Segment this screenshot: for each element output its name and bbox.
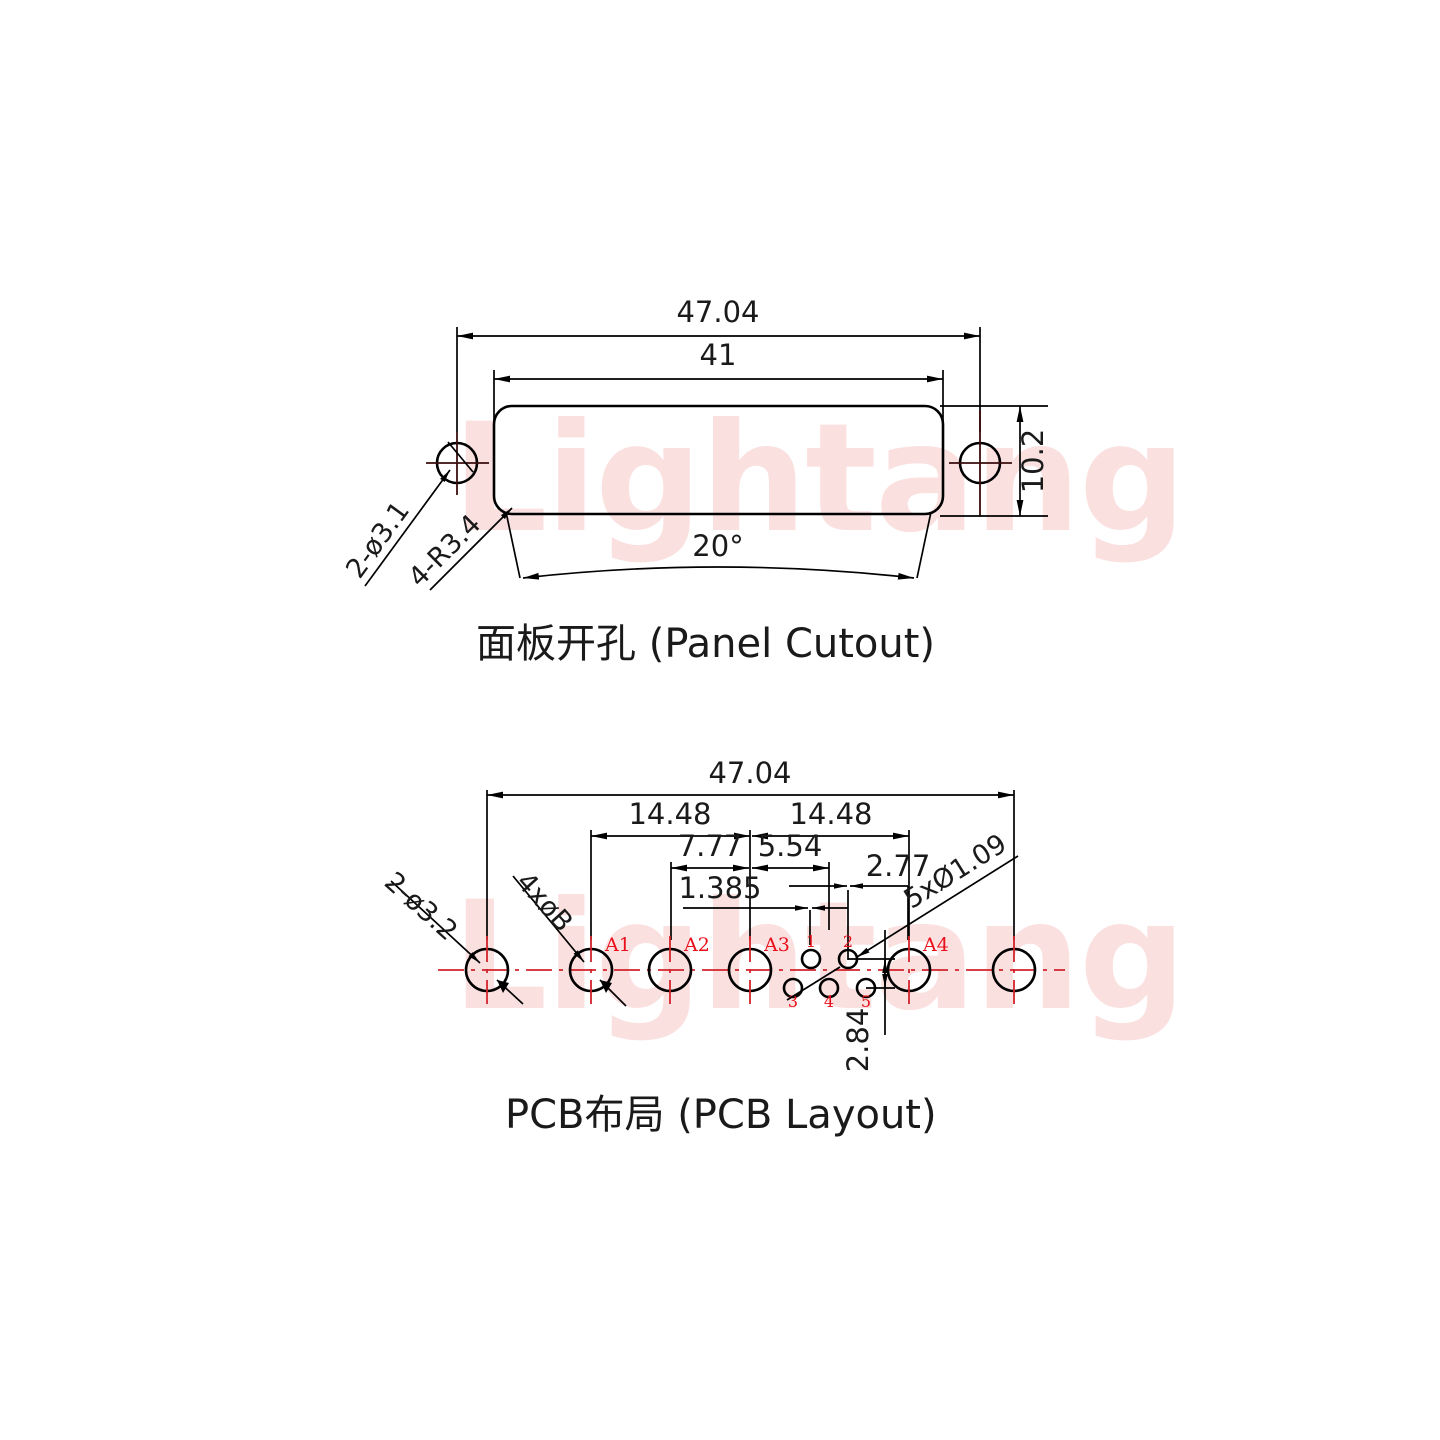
leader-pcb-power-contact [512,875,627,1007]
pcb-label-pin-1: 1 [806,932,816,951]
leader-label-pcb-board-hole: 2-ø3.2 [378,866,463,947]
leader-label-pcb-power-contact: 4xøB [510,867,579,938]
dim-pcb-center-to-pin1 [752,862,830,930]
dim-panel-chamfer-angle [505,511,932,580]
dim-label-pcb-pin2-offset: 2.77 [866,849,931,883]
dim-label-pcb-row-offset: 2.84 [841,1008,875,1073]
dim-label-panel-cutout-width: 41 [700,338,737,372]
dim-pcb-overall-width [486,790,1015,940]
panel-cutout-outline [492,404,945,516]
pcb-label-a2: A2 [683,934,710,956]
leader-panel-mounting-hole [364,441,474,587]
pcb-power-contact-a2 [647,936,693,1004]
dim-label-pcb-a2-to-center: 7.77 [678,829,743,863]
pcb-label-a3: A3 [763,934,790,956]
pcb-layout-caption: PCB布局 (PCB Layout) [505,1092,937,1138]
panel-mounting-hole-left [426,432,489,495]
pcb-label-a1: A1 [604,934,631,956]
pcb-label-pin-4: 4 [824,992,834,1011]
dim-pcb-a2-to-center [670,862,749,940]
dim-label-panel-overall-width: 47.04 [676,295,759,329]
dim-label-pcb-half-pitch: 1.385 [678,871,761,905]
dim-label-pcb-center-to-pin1: 5.54 [758,829,823,863]
dim-label-pcb-left-span: 14.48 [628,797,711,831]
dim-pcb-pin2-offset [789,883,909,960]
dim-pcb-half-pitch [683,905,848,945]
dim-panel-cutout-width [493,370,944,425]
pcb-signal-pin-1 [800,948,822,970]
dim-label-pcb-overall-width: 47.04 [708,756,791,790]
pcb-power-contact-a4 [886,936,932,1004]
dim-label-panel-cutout-height: 10.2 [1016,429,1050,494]
panel-cutout-group: 47.04 41 [340,295,1050,593]
pcb-power-contact-a3 [727,936,773,1004]
dim-label-panel-chamfer-angle: 20° [692,529,743,563]
pcb-label-pin-2: 2 [843,932,853,951]
leader-label-panel-corner-radius: 4-R3.4 [403,509,488,594]
dim-panel-cutout-height [940,405,1048,517]
pcb-label-pin-5: 5 [861,992,871,1011]
dim-pcb-right-span [752,830,910,940]
pcb-layout-group: 47.04 14.48 14.48 7.77 [378,756,1065,1072]
pcb-signal-pin-4 [818,977,840,999]
pcb-power-contact-a1 [568,936,614,1004]
watermark-top: Lightang [452,392,1186,566]
pcb-board-hole-left [464,936,510,1004]
leader-pcb-signal-pin [786,855,1019,1001]
pcb-board-hole-right [991,936,1037,1004]
pcb-label-a4: A4 [922,934,949,956]
panel-mounting-hole-right [949,410,1012,516]
leader-panel-corner-radius [429,507,513,591]
leader-pcb-board-hole [390,880,524,1005]
dim-label-pcb-right-span: 14.48 [789,797,872,831]
pcb-label-pin-3: 3 [788,992,798,1011]
dim-pcb-left-span [590,830,751,940]
panel-cutout-caption: 面板开孔 (Panel Cutout) [476,621,935,667]
